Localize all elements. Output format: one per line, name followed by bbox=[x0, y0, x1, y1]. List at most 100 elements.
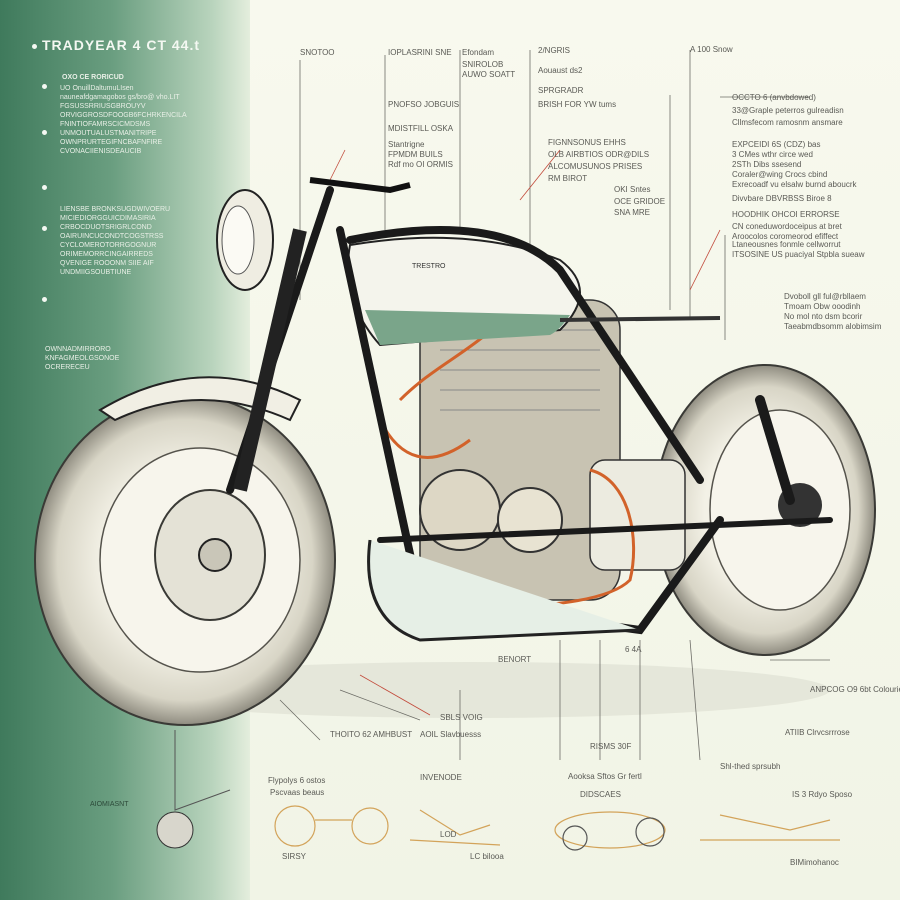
label: A 100 Snow bbox=[690, 45, 733, 54]
gearbox bbox=[589, 459, 686, 571]
label: RISMS 30F bbox=[590, 742, 632, 751]
label: LC bilooa bbox=[470, 852, 504, 861]
spec-line: CVONACIIENISDEAUCIB bbox=[60, 148, 142, 155]
spec-line: UNDMIIGSOUBTIUNE bbox=[60, 269, 132, 276]
label: ANPCOG O9 6bt Colouries bbox=[810, 685, 900, 694]
label: HOODHIK OHCOI ERRORSE bbox=[732, 210, 840, 219]
label: Exrecoadf vu elsalw burnd aboucrk bbox=[732, 180, 857, 189]
label: ATIIB Clrvcsrrrose bbox=[785, 728, 850, 737]
spec-line: MICIEDIORGGUICDIMASIRIA bbox=[60, 215, 156, 222]
label: EXPCEIDI 6S (CDZ) bas bbox=[732, 140, 821, 149]
label: AUWO SOATT bbox=[462, 70, 516, 79]
label: Divvbare DBVRBSS Biroe 8 bbox=[732, 194, 832, 203]
label: FIGNNSONUS EHHS bbox=[548, 138, 626, 147]
sketch-caption: Flypolys 6 ostos bbox=[268, 776, 326, 785]
spec-line: LIENSBE BRONKSUGDWIVOERU bbox=[60, 206, 171, 213]
spec-line: FNINTIOFAMRSCICMDSMS bbox=[60, 121, 151, 128]
label: Rdf mo OI ORMIS bbox=[388, 160, 453, 169]
tank-stripe bbox=[365, 310, 570, 345]
callout-line: OWNNADMIRRORO bbox=[45, 346, 111, 353]
label: ALCOMUSUNOS PRISES bbox=[548, 162, 643, 171]
label: Coraler@wing Crocs cbind bbox=[732, 170, 828, 179]
spec-line: FGSUSSRRIUSGBROUYV bbox=[60, 103, 146, 110]
label: Ltaneousnes fonmle cellworrut bbox=[732, 240, 841, 249]
front-axle bbox=[198, 538, 232, 572]
label: IOPLASRINI SNE bbox=[388, 48, 452, 57]
label: OCCTO 6 (anvbdowed) bbox=[732, 93, 816, 102]
spec-line: CYCLOMEROTORRGOGNUR bbox=[60, 242, 157, 249]
label: OLB AIRBTIOS ODR@DILS bbox=[548, 150, 650, 159]
callout-line: KNFAGMEOLGSONOE bbox=[45, 355, 120, 362]
callout-block: OWNNADMIRRORO KNFAGMEOLGSONOE OCRERECEU bbox=[45, 345, 119, 372]
spec-line: OAIRUINCUCONDTCOGSTRSS bbox=[60, 233, 164, 240]
front-fender bbox=[98, 376, 302, 422]
belly-pan bbox=[367, 539, 641, 642]
sketch-caption-sub: BIMimohanoc bbox=[790, 858, 839, 867]
label: PNOFSO JOBGUIS bbox=[388, 100, 460, 109]
label: Dvoboll gll ful@rbllaem bbox=[784, 292, 866, 301]
label: Stantrigne bbox=[388, 140, 425, 149]
diagram-title: TRADYEAR 4 CT 44.t bbox=[42, 37, 201, 53]
label: SPRGRADR bbox=[538, 86, 584, 95]
label: AOIL Slavbuesss bbox=[420, 730, 482, 739]
label: SBLS VOIG bbox=[440, 713, 483, 722]
tail-rail bbox=[559, 316, 721, 322]
label: Taeabmdbsomm alobimsim bbox=[784, 322, 882, 331]
spec-line: ORVIGGROSDFOOGB6FCHRKENCILA bbox=[60, 112, 187, 119]
bullet-icon bbox=[42, 185, 47, 190]
tank-badge: TRESTRO bbox=[412, 263, 446, 270]
bullet-icon bbox=[42, 297, 47, 302]
label: BRISH FOR YW tums bbox=[538, 100, 617, 109]
label: 2STh Dibs ssesend bbox=[732, 160, 802, 169]
bullet-icon bbox=[32, 44, 37, 49]
callout-lines bbox=[279, 50, 830, 761]
spec-block-2: LIENSBE BRONKSUGDWIVOERU MICIEDIORGGUICD… bbox=[60, 205, 170, 277]
label: 3 CMes wthr circe wed bbox=[732, 150, 813, 159]
label: Tmoam Obw ooodinh bbox=[784, 302, 861, 311]
label: ITSOSINE US puaciyal Stpbla sueaw bbox=[732, 250, 865, 259]
sketch-caption-sub: LOD bbox=[440, 830, 457, 839]
bottom-left-label: AIOMIASNT bbox=[90, 801, 129, 808]
label: RM BIROT bbox=[548, 174, 588, 183]
engine-cover bbox=[497, 487, 563, 553]
callout-line: OCRERECEU bbox=[45, 364, 90, 371]
small-sketch-line bbox=[174, 730, 231, 811]
front-fork bbox=[233, 228, 307, 492]
sketch-caption: IS 3 Rdyo Sposo bbox=[792, 790, 853, 799]
spec-line: UO OnuillDaltumuLIsen bbox=[60, 85, 134, 92]
spec-line: UNMOUTUALUSTMANITRIPE bbox=[60, 130, 157, 137]
bullet-icon bbox=[42, 84, 47, 89]
spec-block-1: UO OnuillDaltumuLIsen nauneafdgamagobos … bbox=[60, 84, 187, 156]
label: SNA MRE bbox=[614, 208, 651, 217]
label: 33@Graple peterros gulreadisn bbox=[732, 106, 844, 115]
spec-line: ORIMEMORRCINGAIRREDS bbox=[60, 251, 153, 258]
headlight-lens bbox=[221, 205, 255, 275]
label: Cllmsfecom ramosnm ansmare bbox=[732, 118, 843, 127]
handlebar bbox=[309, 177, 411, 194]
label: OCE GRIDOE bbox=[614, 197, 666, 206]
label: Shl-thed sprsubh bbox=[720, 762, 781, 771]
label: THOITO 62 AMHBUST bbox=[330, 730, 413, 739]
label: SNIROLOB bbox=[462, 60, 504, 69]
spec-line: nauneafdgamagobos gs/bro@ vho.LIT bbox=[60, 94, 180, 101]
bullet-icon bbox=[42, 226, 47, 231]
label: 2/NGRIS bbox=[538, 46, 571, 55]
label: BENORT bbox=[498, 655, 532, 664]
label: Aroocolos coromeorod efiffect bbox=[732, 232, 839, 241]
label: 6 4A bbox=[625, 645, 642, 654]
small-wheel-sketch bbox=[156, 811, 194, 849]
sketch-caption: INVENODE bbox=[420, 773, 462, 782]
panel-heading: OXO CE RORICUD bbox=[62, 74, 124, 81]
label: OKI Sntes bbox=[614, 185, 651, 194]
label: CN coneduwordoceipus at bret bbox=[732, 222, 842, 231]
sketch-caption-sub: DIDSCAES bbox=[580, 790, 621, 799]
bottom-sketches bbox=[274, 805, 840, 851]
label: No mol nto dsm bcorir bbox=[784, 312, 863, 321]
bullet-icon bbox=[42, 130, 47, 135]
sketch-caption: Aooksa Sftos Gr fertl bbox=[568, 772, 642, 781]
red-callout-lines bbox=[329, 149, 721, 716]
label: SNOTOO bbox=[300, 48, 335, 57]
label: MDISTFILL OSKA bbox=[388, 124, 454, 133]
label: Efondam bbox=[462, 48, 495, 57]
